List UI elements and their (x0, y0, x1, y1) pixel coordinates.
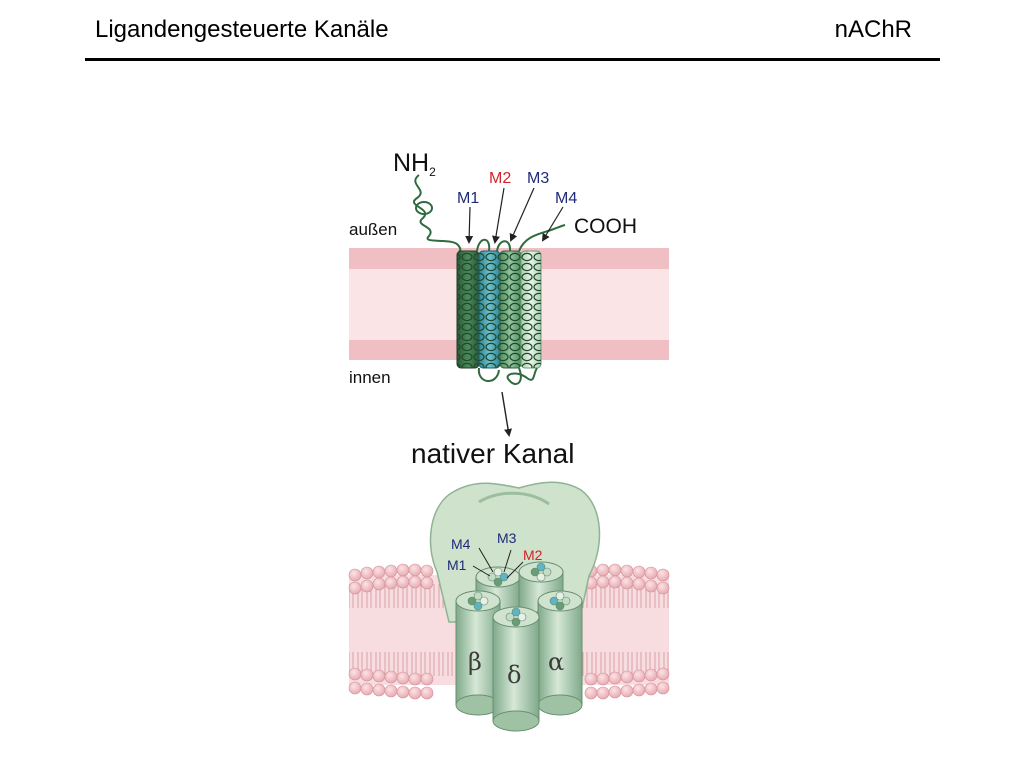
pointer-m2 (506, 561, 524, 579)
m3-label-bottom: M3 (497, 530, 517, 546)
cooh-chain (518, 224, 566, 252)
delta-subunit-label: δ (507, 661, 521, 689)
helix-dots (467, 562, 571, 627)
m2-label-top: M2 (489, 170, 511, 187)
nachr-diagram: NH2 M1 M2 M3 M4 COOH außen innen nativer… (348, 152, 670, 732)
m4-label-top: M4 (555, 190, 577, 207)
nh2-label: NH2 (393, 152, 436, 179)
loop-inner-b (506, 367, 538, 385)
arrow-m2 (492, 187, 505, 244)
inside-label: innen (349, 368, 391, 387)
slide-tag: nAChR (834, 16, 912, 43)
pointer-m4 (478, 547, 494, 573)
m3-label-top: M3 (527, 170, 549, 187)
loop-inner-a (477, 367, 500, 382)
slide-title: Ligandengesteuerte Kanäle (95, 16, 389, 43)
pointer-m1 (472, 565, 491, 577)
helix-m2 (478, 250, 501, 369)
title-rule (85, 58, 940, 61)
domain-groove (478, 491, 550, 506)
loop-m2-m3 (496, 240, 512, 252)
assembly-arrow (501, 391, 512, 437)
nh2-loop (415, 201, 434, 215)
loop-m1-m2 (476, 238, 491, 252)
arrow-m3 (509, 187, 535, 242)
nachr-figure: NH2 M1 M2 M3 M4 COOH außen innen nativer… (329, 152, 670, 746)
m4-label-bottom: M4 (451, 536, 471, 552)
helix-m1 (456, 250, 480, 369)
m2-label-bottom: M2 (523, 547, 543, 563)
nh2-chain (413, 174, 462, 253)
arrow-m1 (465, 206, 474, 244)
helix-m4 (520, 250, 542, 369)
cooh-label: COOH (574, 215, 637, 238)
outside-label: außen (349, 220, 397, 239)
helix-m3 (499, 250, 522, 369)
subunit-cylinders (455, 561, 583, 732)
arrow-m4 (541, 206, 564, 242)
alpha-subunit-label: α (548, 648, 564, 676)
m1-label-top: M1 (457, 190, 479, 207)
beta-subunit-label: β (468, 648, 482, 676)
m1-label-bottom: M1 (447, 557, 467, 573)
pointer-m3 (503, 549, 512, 573)
native-channel-caption: nativer Kanal (411, 438, 574, 469)
